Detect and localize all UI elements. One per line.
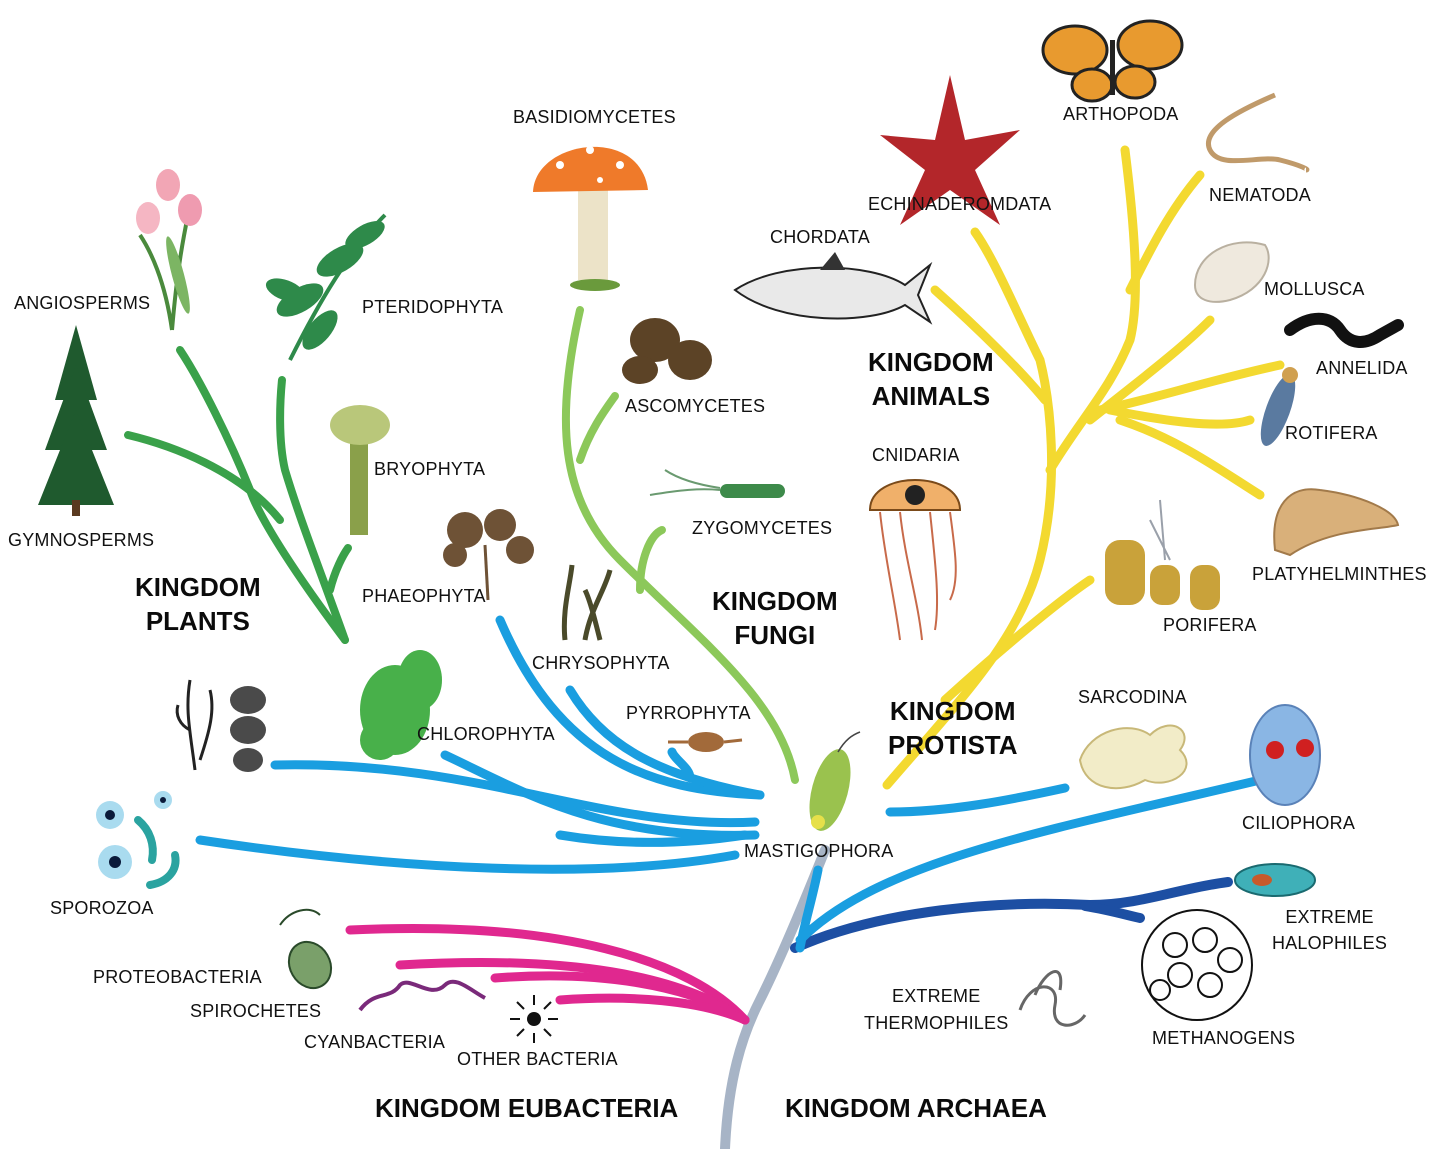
pyrrophyta-label: PYRROPHYTA — [626, 703, 751, 724]
chrysophyta-label: CHRYSOPHYTA — [532, 653, 670, 674]
golden-algae-icon — [564, 565, 610, 640]
fish-icon — [735, 252, 930, 322]
mushroom-icon — [533, 146, 648, 291]
cnidaria-label: CNIDARIA — [872, 445, 960, 466]
euglena-icon — [802, 732, 860, 835]
kingdom-archaea-label: KINGDOM ARCHAEA — [785, 1093, 1047, 1124]
fern-icon — [263, 215, 389, 360]
chlorophyta-label: CHLOROPHYTA — [417, 724, 555, 745]
diatom-icon — [230, 686, 266, 772]
angiosperms-label: ANGIOSPERMS — [14, 293, 150, 314]
jellyfish-icon — [870, 480, 960, 640]
spirochete-icon — [360, 982, 485, 1010]
proteobacteria-label: PROTEOBACTERIA — [93, 967, 262, 988]
gymnosperms-label: GYMNOSPERMS — [8, 530, 154, 551]
mollusca-label: MOLLUSCA — [1264, 279, 1365, 300]
halophile-icon — [1235, 864, 1315, 896]
rotifera-label: ROTIFERA — [1285, 423, 1378, 444]
earthworm-icon — [1290, 319, 1398, 342]
nematoda-label: NEMATODA — [1209, 185, 1311, 206]
morel-icon — [622, 318, 712, 384]
proteobacteria-icon — [280, 910, 339, 996]
phaeophyta-label: PHAEOPHYTA — [362, 586, 486, 607]
ascomycetes-label: ASCOMYCETES — [625, 396, 765, 417]
echinoderomdata-label: ECHINADEROMDATA — [868, 194, 1051, 215]
dinoflagellate-icon — [668, 732, 742, 752]
amoeba-icon — [1080, 726, 1187, 789]
sponge-icon — [1105, 500, 1220, 610]
spirochetes-label: SPIROCHETES — [190, 1001, 321, 1022]
cyanbacteria-label: CYANBACTERIA — [304, 1032, 445, 1053]
pteridophyta-label: PTERIDOPHYTA — [362, 297, 503, 318]
sporozoa-label: SPOROZOA — [50, 898, 154, 919]
zygomycetes-label: ZYGOMYCETES — [692, 518, 832, 539]
kingdom-eubacteria-label: KINGDOM EUBACTERIA — [375, 1093, 678, 1124]
other-bacteria-label: OTHER BACTERIA — [457, 1049, 618, 1070]
basidiomycetes-label: BASIDIOMYCETES — [513, 107, 676, 128]
arthopoda-label: ARTHOPODA — [1063, 104, 1179, 125]
butterfly-icon — [1043, 21, 1182, 101]
other-bacteria-icon — [510, 995, 558, 1043]
thermophile-icon — [1020, 971, 1085, 1025]
red-algae-icon — [177, 680, 212, 770]
roundworm-icon — [1208, 95, 1306, 170]
pine-tree-icon — [38, 325, 114, 516]
platyhelminthes-label: PLATYHELMINTHES — [1252, 564, 1427, 585]
mold-icon — [650, 470, 785, 498]
flatworm-icon — [1274, 489, 1398, 555]
mastigophora-label: MASTIGOPHORA — [744, 841, 893, 862]
ciliophora-label: CILIOPHORA — [1242, 813, 1355, 834]
porifera-label: PORIFERA — [1163, 615, 1257, 636]
sarcodina-label: SARCODINA — [1078, 687, 1187, 708]
methanogens-label: METHANOGENS — [1152, 1028, 1295, 1049]
bryophyta-label: BRYOPHYTA — [374, 459, 485, 480]
paramecium-icon — [1250, 705, 1320, 805]
clam-icon — [1195, 242, 1269, 301]
annelida-label: ANNELIDA — [1316, 358, 1408, 379]
sporozoan-icon — [96, 791, 176, 885]
chordata-label: CHORDATA — [770, 227, 870, 248]
methanogen-icon — [1142, 910, 1252, 1020]
